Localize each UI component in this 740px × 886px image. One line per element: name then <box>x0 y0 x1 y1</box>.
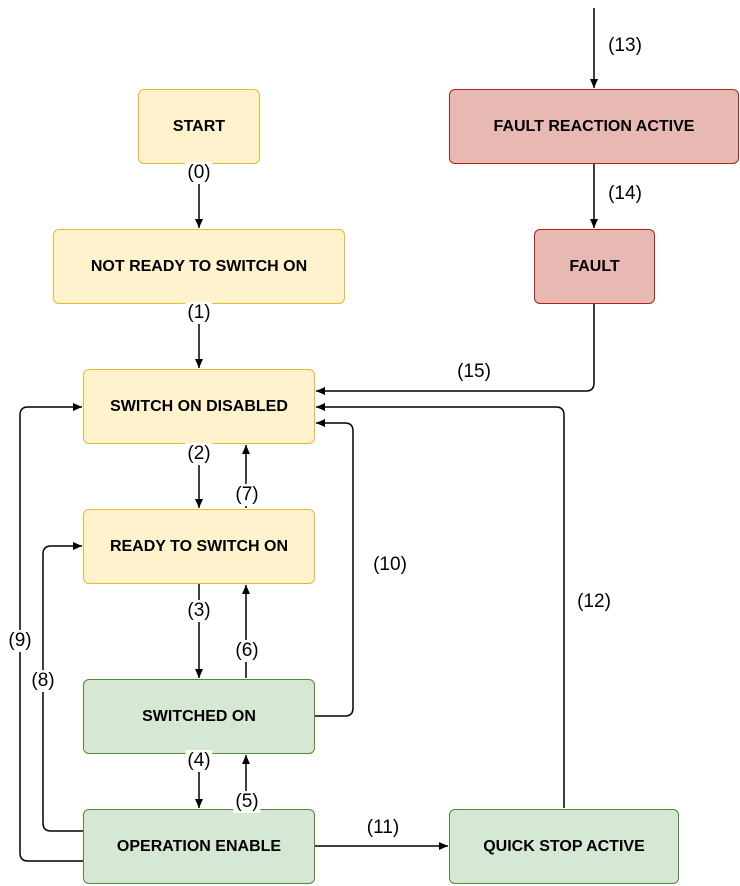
state-quick-stop-active: QUICK STOP ACTIVE <box>449 809 679 884</box>
arrow-t12 <box>316 403 565 808</box>
transition-label-6: (6) <box>233 640 261 662</box>
state-operation-enable-label: OPERATION ENABLE <box>116 837 282 855</box>
state-not-ready-label: NOT READY TO SWITCH ON <box>90 257 308 275</box>
transition-label-0: (0) <box>185 162 213 184</box>
state-switch-on-disabled: SWITCH ON DISABLED <box>83 369 315 444</box>
state-ready-to-switch-on-label: READY TO SWITCH ON <box>109 537 289 555</box>
transition-label-4: (4) <box>185 750 213 772</box>
transition-label-8: (8) <box>29 670 57 692</box>
state-start-label: START <box>172 117 226 135</box>
state-switched-on: SWITCHED ON <box>83 679 315 754</box>
transition-label-9: (9) <box>6 630 34 652</box>
state-quick-stop-active-label: QUICK STOP ACTIVE <box>483 837 645 855</box>
state-fault-reaction-active-label: FAULT REACTION ACTIVE <box>493 117 695 135</box>
state-operation-enable: OPERATION ENABLE <box>83 809 315 884</box>
transition-label-15: (15) <box>455 361 493 383</box>
state-fault-reaction-active: FAULT REACTION ACTIVE <box>449 89 739 164</box>
state-start: START <box>138 89 260 164</box>
arrow-t15 <box>316 304 595 395</box>
state-fault-label: FAULT <box>569 257 620 275</box>
state-switch-on-disabled-label: SWITCH ON DISABLED <box>110 397 288 415</box>
transition-label-5: (5) <box>233 791 261 813</box>
state-switched-on-label: SWITCHED ON <box>142 707 256 725</box>
transition-label-7: (7) <box>233 484 261 506</box>
arrow-t10 <box>315 419 354 717</box>
transition-label-13: (13) <box>606 35 644 57</box>
transition-label-3: (3) <box>185 600 213 622</box>
state-not-ready-to-switch-on: NOT READY TO SWITCH ON <box>53 229 345 304</box>
state-ready-to-switch-on: READY TO SWITCH ON <box>83 509 315 584</box>
transition-label-2: (2) <box>185 443 213 465</box>
transition-label-11: (11) <box>364 817 402 839</box>
transition-label-1: (1) <box>185 302 213 324</box>
transition-label-14: (14) <box>606 183 644 205</box>
transition-label-10: (10) <box>371 554 409 576</box>
state-fault: FAULT <box>534 229 655 304</box>
transition-label-12: (12) <box>575 591 613 613</box>
